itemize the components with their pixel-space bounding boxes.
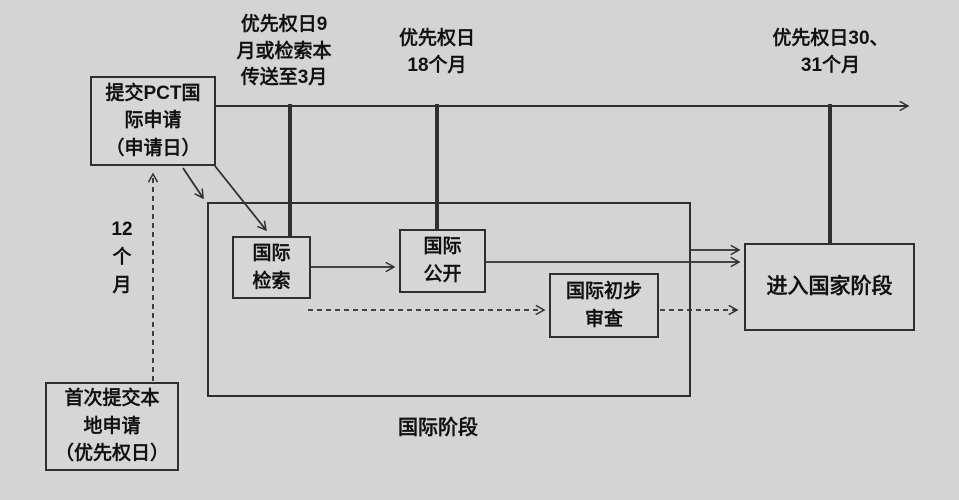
international-phase-region [207, 202, 691, 397]
arrow-pct-to-search [214, 165, 267, 232]
pct-application-box: 提交PCT国 际申请 （申请日） [90, 76, 216, 166]
arrow-pct-to-international-phase [182, 167, 204, 200]
label-12-months: 12 个 月 [111, 219, 133, 297]
preliminary-examination-box: 国际初步 审查 [549, 273, 659, 338]
international-publication-box: 国际 公开 [399, 229, 486, 293]
label-18-months: 优先权日 18个月 [398, 28, 475, 76]
label-international-phase: 国际阶段 [398, 417, 478, 439]
label-30-31-months: 优先权日30、 31个月 [772, 28, 889, 76]
international-search-box: 国际 检索 [232, 236, 311, 299]
national-phase-box: 进入国家阶段 [744, 243, 915, 331]
label-9-months: 优先权日9 月或检索本 传送至3月 [236, 14, 332, 89]
local-filing-box: 首次提交本 地申请 （优先权日） [45, 382, 179, 471]
